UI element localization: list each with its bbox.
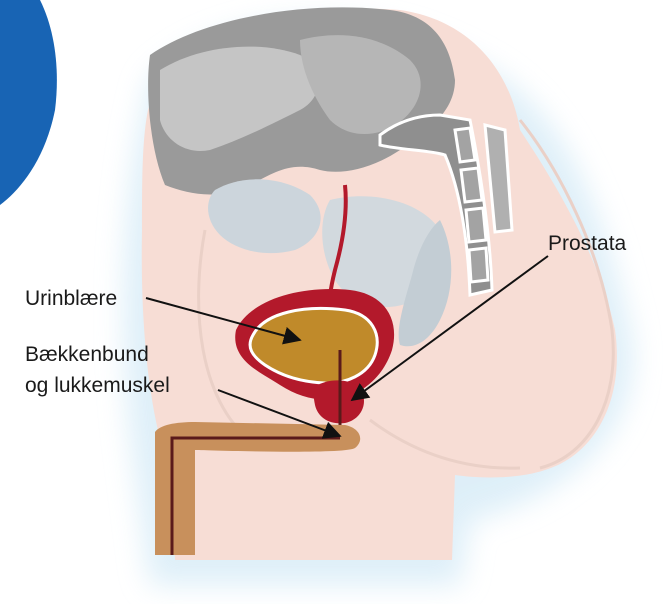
label-prostata: Prostata xyxy=(548,232,627,255)
blue-badge xyxy=(0,0,57,205)
label-baekkenbund-line1: Bækkenbund xyxy=(25,343,149,366)
label-baekkenbund-line2: og lukkemuskel xyxy=(25,374,170,397)
label-urinblaere: Urinblære xyxy=(25,287,117,310)
